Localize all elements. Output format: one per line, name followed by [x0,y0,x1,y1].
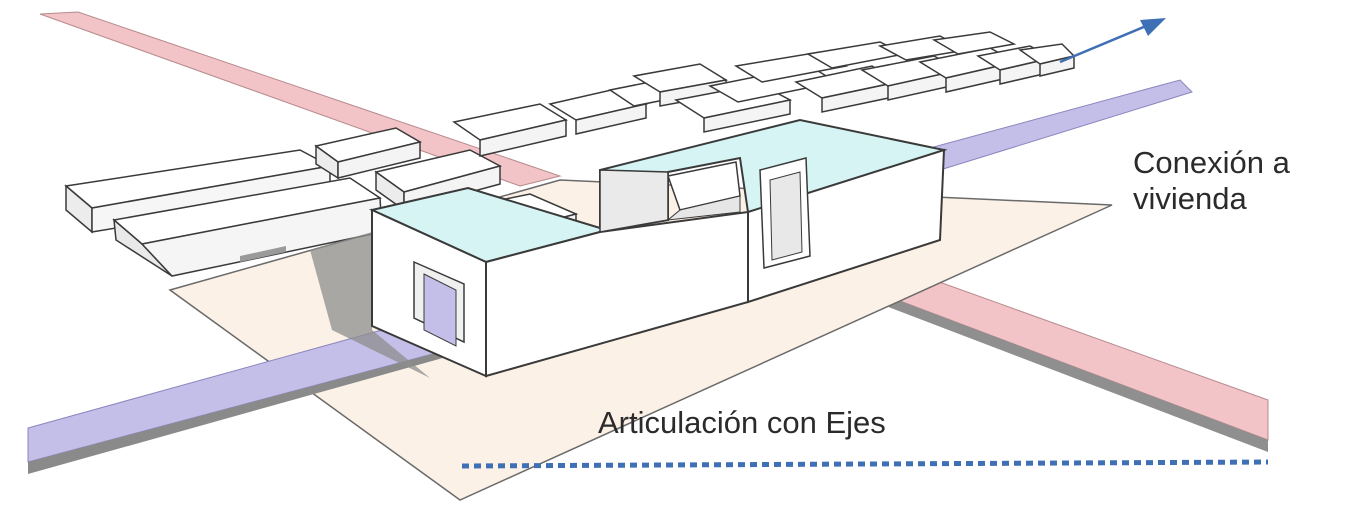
articulation-dotted-line [461,459,1269,469]
connection-label-line1: Conexión a [1133,145,1290,180]
building-face-right [747,148,946,304]
connection-label: Conexión a vivienda [1133,145,1290,217]
housing-blocks-left [64,149,383,277]
connection-label-line2: vivienda [1133,181,1247,216]
articulation-label: Articulación con Ejes [598,405,886,440]
pink-axis-upper [39,11,562,187]
building-shadow [310,232,430,378]
connection-arrow [1059,18,1166,64]
blue-axis-lower-shadow [28,336,500,474]
main-building [368,118,948,378]
